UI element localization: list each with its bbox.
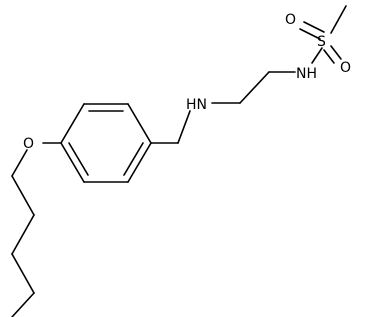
bond-s-o-right-b xyxy=(323,49,335,64)
bond-c4-c5 xyxy=(11,292,35,317)
atom-nh-sulfonamide: NH xyxy=(296,66,317,82)
bond-s-o-top-b xyxy=(299,28,321,40)
bond-o-c1 xyxy=(11,149,28,177)
bond-s-n xyxy=(311,47,323,64)
ring-double-3 xyxy=(123,142,144,176)
atom-nh-amine: HN xyxy=(186,97,207,113)
bond-s-o-right-a xyxy=(330,45,342,60)
ring-bond-6 xyxy=(127,142,152,183)
bond-c2-c3 xyxy=(11,214,35,255)
bond-nh-benzyl xyxy=(177,110,191,144)
atom-sulfur: S xyxy=(317,34,326,50)
bond-c3-c4 xyxy=(11,253,35,294)
ring-bond-1 xyxy=(127,103,152,144)
ring-double-2 xyxy=(68,142,89,176)
bond-s-o-top-a xyxy=(303,21,325,33)
ring-bond-4 xyxy=(60,142,85,183)
bond-c1-c2 xyxy=(11,175,35,216)
atom-o-ether: O xyxy=(23,136,34,152)
atom-o-right: O xyxy=(340,60,351,76)
atom-o-top-left: O xyxy=(285,12,296,28)
bond-ch2-ch2 xyxy=(239,71,270,104)
bond-s-methyl xyxy=(330,5,347,34)
ring-bond-3 xyxy=(60,103,85,144)
